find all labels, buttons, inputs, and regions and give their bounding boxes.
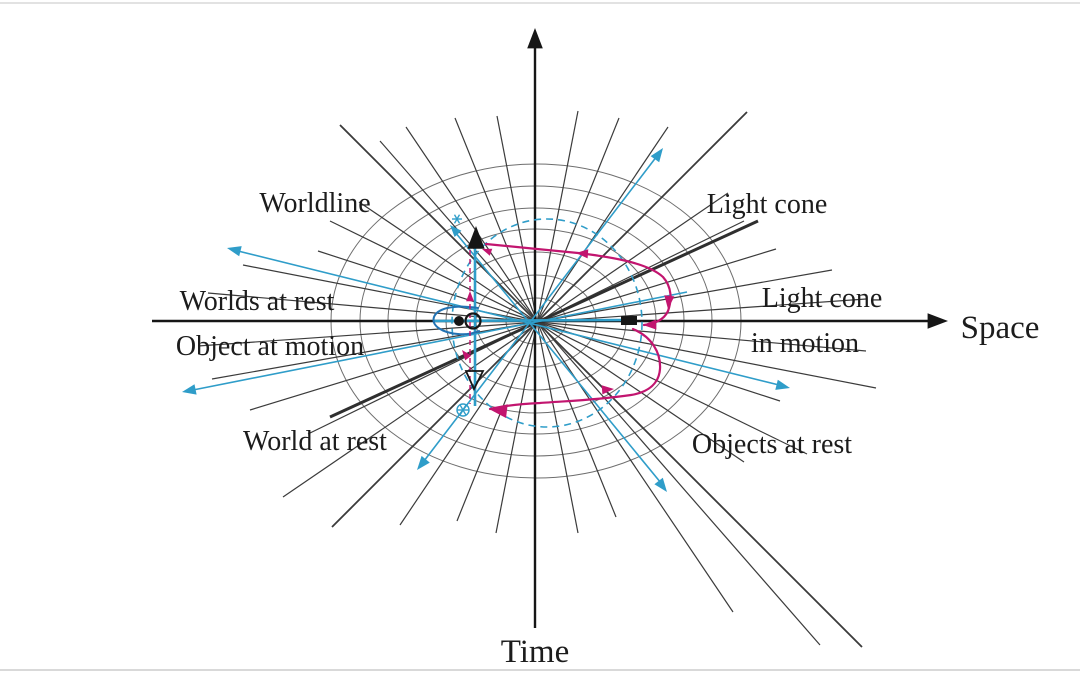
light-cone-line [339,124,863,648]
boosted-axis-line [454,231,662,484]
space-axis-arrow [927,313,948,329]
label-objects-at-rest: Objects at rest [692,429,852,460]
label-in-motion: in motion [751,328,859,359]
time-axis-arrow [527,28,543,49]
boosted-axis-arrow [417,455,430,470]
diagram-labels: Worldline Light cone Worlds at rest Obje… [176,188,1039,670]
flow-arrow [482,248,493,256]
label-world-at-rest: World at rest [243,426,387,457]
radial-spoke [242,264,877,389]
label-worldline: Worldline [259,188,370,219]
flow-arrow [462,350,472,361]
worldline-bottom-arrowhead [464,370,485,392]
boosted-axis-arrow [775,379,790,390]
label-space-axis: Space [961,310,1040,346]
flow-arrow [643,319,657,330]
boosted-axis-arrow [650,148,663,163]
radial-spoke [405,126,734,613]
radial-spoke [282,192,729,498]
boosted-axis-arrow [227,246,242,257]
label-time-axis: Time [501,634,569,670]
label-light-cone-right: Light cone [762,283,883,314]
flow-path-bottom [488,327,662,411]
flow-arrow [489,404,508,418]
event-dot [454,316,464,326]
boosted-axis-arrow [450,225,462,237]
star-marker-bottom [459,404,467,416]
moving-object-marker [621,316,637,325]
boosted-axis-line [192,291,688,391]
flow-arrow [601,385,614,395]
flow-path-top [484,242,672,327]
star-marker-bottom [456,403,470,417]
radial-spoke [358,201,745,463]
flow-arrow [466,291,474,302]
boosted-axis-line [237,250,780,386]
label-light-cone-top: Light cone [707,189,828,220]
star-marker-top [453,214,461,224]
boosted-axis-arrow [654,477,667,492]
light-cone-in-motion-line [329,219,759,419]
event-circle [464,312,482,330]
dashed-ellipse [451,218,643,428]
flow-arrow [576,249,589,259]
label-object-at-motion: Object at motion [176,331,364,362]
worldline-top-arrow [467,226,485,249]
radial-spoke [317,250,781,402]
flow-arrow [664,295,675,309]
radial-spoke [379,140,821,646]
radial-spoke [249,248,777,411]
boosted-axis-arrow [182,384,197,395]
radial-spoke [329,220,808,455]
label-worlds-at-rest: Worlds at rest [180,286,335,317]
